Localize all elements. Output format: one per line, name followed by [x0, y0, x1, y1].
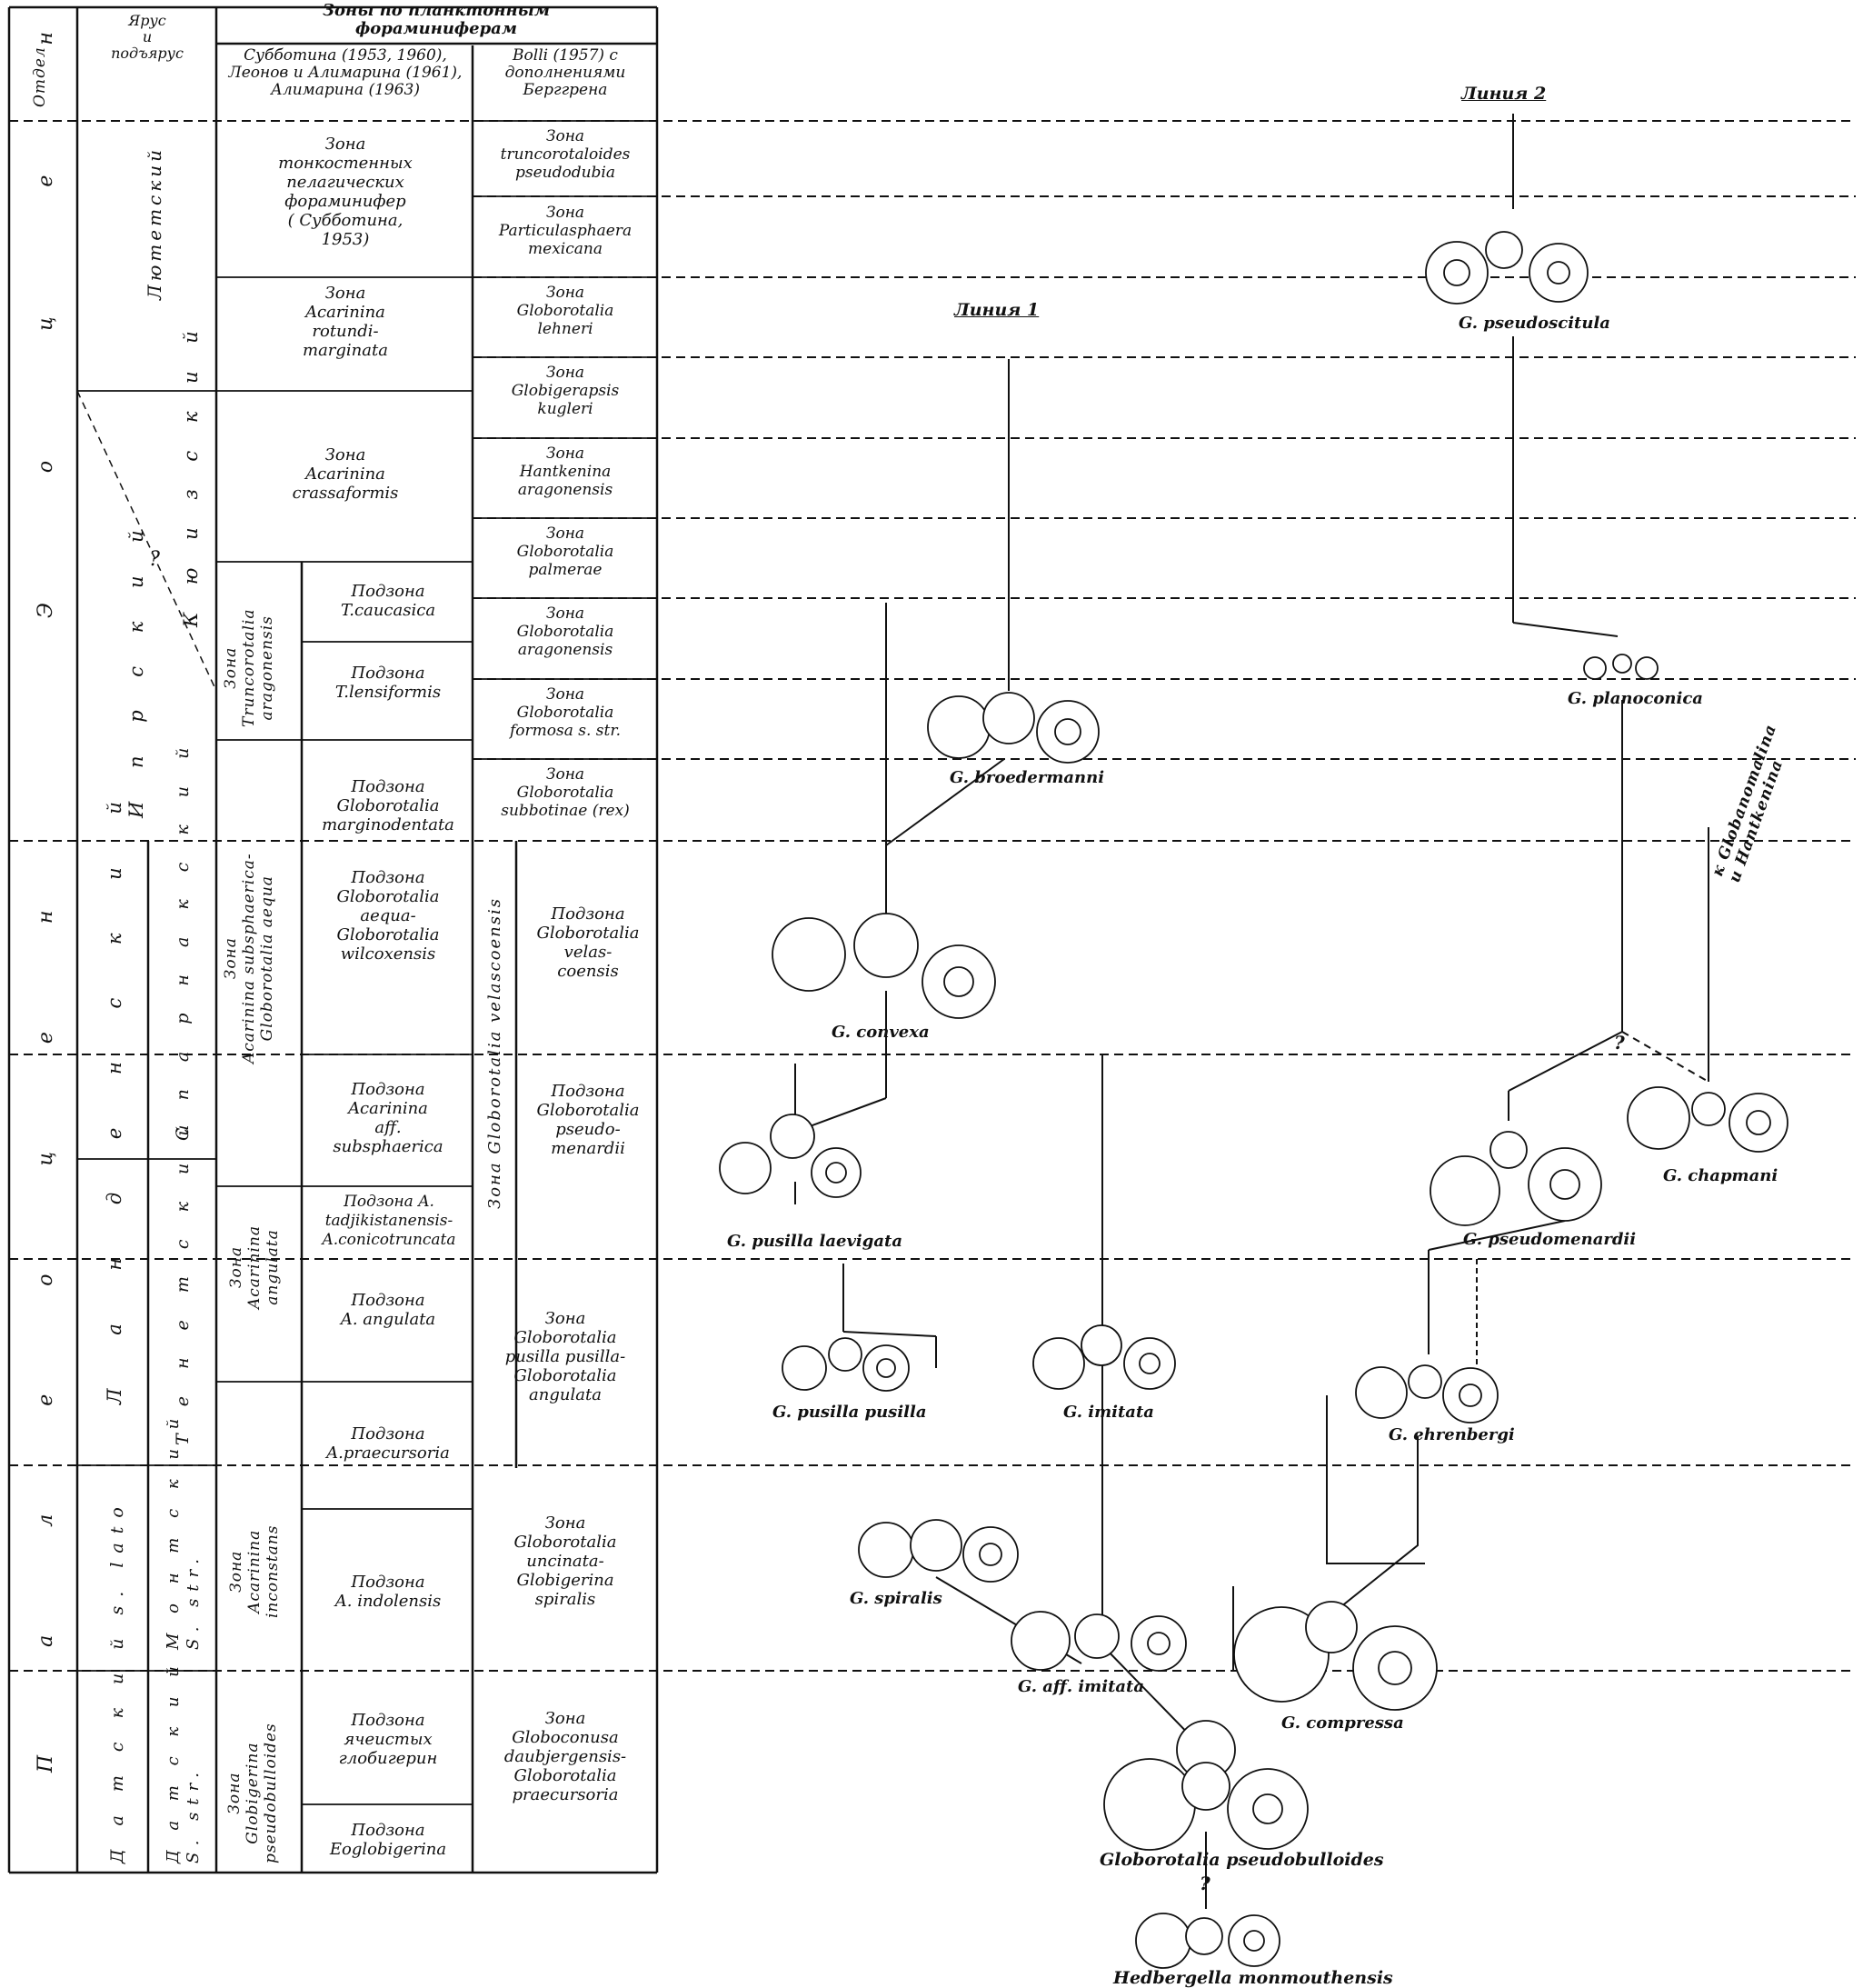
zone-truncorotaloides: Зона truncorotaloides pseudodubia: [474, 127, 656, 182]
series-eocene: Э о ц е н: [35, 0, 57, 618]
stage-kyuzsky: К ю и з с к и й: [180, 320, 202, 627]
subzone-aequa-wilcoxensis: Подзона Globorotalia aequa- Globorotalia…: [305, 868, 471, 964]
subzone-pseudomenardii: Подзона Globorotalia pseudo- menardii: [520, 1082, 656, 1158]
subzone-marginodentata: Подзона Globorotalia marginodentata: [305, 777, 471, 834]
species-pseudomenardii: G. pseudomenardii: [1463, 1230, 1636, 1249]
zone-angulata-group: Зона Acarinina angulata: [227, 1225, 282, 1309]
header-zones-title: Зоны по планктонным фораминиферам: [218, 2, 654, 38]
foram-pseudoscitula: [1426, 232, 1588, 304]
zone-rotundimarginata: Зона Acarinina rotundi- marginata: [220, 284, 471, 360]
stage-sparnaksky: С п а р н а к с к и й: [173, 737, 193, 1141]
zone-hantkenina: Зона Hantkenina aragonensis: [474, 445, 656, 499]
subzone-yacheistykh: Подзона ячеистых глобигерин: [305, 1711, 471, 1768]
foram-hedbergella: [1136, 1913, 1280, 1968]
zone-palmerae: Зона Globorotalia palmerae: [474, 524, 656, 579]
zone-lehneri: Зона Globorotalia lehneri: [474, 284, 656, 338]
zone-subsphaerica-group: Зона Acarinina subsphaerica- Globorotali…: [222, 853, 276, 1064]
stage-montsky: М о н т с к и й S. str.: [164, 1412, 204, 1650]
species-pusilla-pusilla: G. pusilla pusilla: [772, 1403, 927, 1422]
zone-kugleri: Зона Globigerapsis kugleri: [474, 364, 656, 418]
subzone-t-caucasica: Подзона T.caucasica: [305, 582, 471, 620]
subzone-tadjikistanensis: Подзона A. tadjikistanensis- A.conicotru…: [305, 1193, 473, 1250]
species-pseudobulloides: Globorotalia pseudobulloides: [1100, 1850, 1384, 1870]
stage-tenetsky: Т е н е т с к и й: [173, 1114, 193, 1445]
species-aff-imitata: G. aff. imitata: [1018, 1677, 1144, 1696]
foram-pseudobulloides: [1104, 1721, 1308, 1850]
species-planoconica: G. planoconica: [1568, 689, 1703, 708]
zone-truncorotalia-group: Зона Truncorotalia aragonensis: [222, 609, 276, 727]
zone-subbotinae: Зона Globorotalia subbotinae (rex): [474, 765, 656, 820]
subzone-eoglobigerina: Подзона Eoglobigerina: [305, 1821, 471, 1859]
series-paleocene: П а л е о ц е н: [35, 860, 57, 1773]
species-spiralis: G. spiralis: [850, 1589, 942, 1608]
zone-aragonensis: Зона Globorotalia aragonensis: [474, 604, 656, 659]
header-col-yarus: Ярус и подъярус: [84, 13, 211, 62]
foram-aff-imitata: [1011, 1612, 1186, 1671]
foram-compressa: [1234, 1602, 1437, 1710]
foram-ehrenbergi: [1356, 1365, 1498, 1423]
stage-landenian: Л а н д е н с к и й: [104, 778, 125, 1404]
zone-crassaformis: Зона Acarinina crassaformis: [220, 445, 471, 503]
stage-dansky-lato: Д а т с к и й s. lato: [107, 1498, 127, 1863]
stage-question: ?: [145, 550, 164, 569]
zone-pseudobulloides-group: Зона Globigerina pseudobulloides: [225, 1723, 280, 1863]
subzone-a-angulata: Подзона A. angulata: [305, 1291, 471, 1329]
stage-ypresian: И п р с к и й: [125, 516, 147, 818]
subzone-a-indolensis: Подзона A. indolensis: [305, 1573, 471, 1611]
header-authors-right: Bolli (1957) с дополнениями Берггрена: [476, 47, 654, 99]
zone-uncinata-spiralis: Зона Globorotalia uncinata- Globigerina …: [474, 1513, 656, 1609]
subzone-t-lensiformis: Подзона T.lensiformis: [305, 664, 471, 702]
lineage-question-1: ?: [1614, 1032, 1625, 1054]
species-compressa: G. compressa: [1281, 1713, 1404, 1733]
zone-thin-walled: Зона тонкостенных пелагических фораминиф…: [220, 135, 471, 249]
subzone-a-praecursoria: Подзона A.praecursoria: [305, 1424, 471, 1463]
species-convexa: G. convexa: [832, 1023, 930, 1042]
zone-inconstans-group: Зона Acarinina inconstans: [227, 1525, 282, 1618]
foram-broedermanni: [928, 693, 1099, 763]
zone-particulasphaera: Зона Particulasphaera mexicana: [474, 204, 656, 258]
foram-planoconica: [1584, 654, 1658, 679]
species-hedbergella: Hedbergella monmouthensis: [1113, 1968, 1393, 1988]
species-chapmani: G. chapmani: [1663, 1166, 1778, 1185]
foram-pusilla-laevigata: [720, 1114, 861, 1197]
stage-lutetian: Лютетский: [144, 146, 165, 300]
foram-pseudomenardii: [1430, 1132, 1601, 1225]
species-broedermanni: G. broedermanni: [950, 768, 1104, 787]
subzone-velascoensis: Подзона Globorotalia velas- coensis: [520, 904, 656, 981]
species-pseudoscitula: G. pseudoscitula: [1459, 314, 1610, 333]
lineage-line-2: Линия 2: [1461, 84, 1546, 104]
header-authors-left: Субботина (1953, 1960), Леонов и Алимари…: [220, 47, 471, 99]
species-ehrenbergi: G. ehrenbergi: [1389, 1425, 1515, 1444]
zone-daubjergensis: Зона Globoconusa daubjergensis- Globorot…: [474, 1709, 656, 1804]
foram-imitata: [1033, 1325, 1175, 1389]
foram-spiralis: [859, 1520, 1018, 1582]
species-pusilla-laevigata: G. pusilla laevigata: [727, 1232, 902, 1251]
foram-chapmani: [1628, 1087, 1788, 1152]
species-imitata: G. imitata: [1063, 1403, 1154, 1422]
foram-pusilla-pusilla: [782, 1338, 909, 1391]
lineage-question-2: ?: [1200, 1873, 1210, 1894]
stage-dansky-str: Д а т с к и й S. str.: [164, 1659, 204, 1863]
subzone-aff-subsphaerica: Подзона Acarinina aff. subsphaerica: [305, 1080, 471, 1156]
zone-pusilla-angulata: Зона Globorotalia pusilla pusilla- Globo…: [474, 1309, 656, 1404]
zone-velascoensis: Зона Globorotalia velascoensis: [485, 897, 504, 1209]
lineage-line-1: Линия 1: [954, 300, 1039, 320]
zone-formosa: Зона Globorotalia formosa s. str.: [474, 685, 656, 740]
foram-convexa: [772, 914, 995, 1018]
